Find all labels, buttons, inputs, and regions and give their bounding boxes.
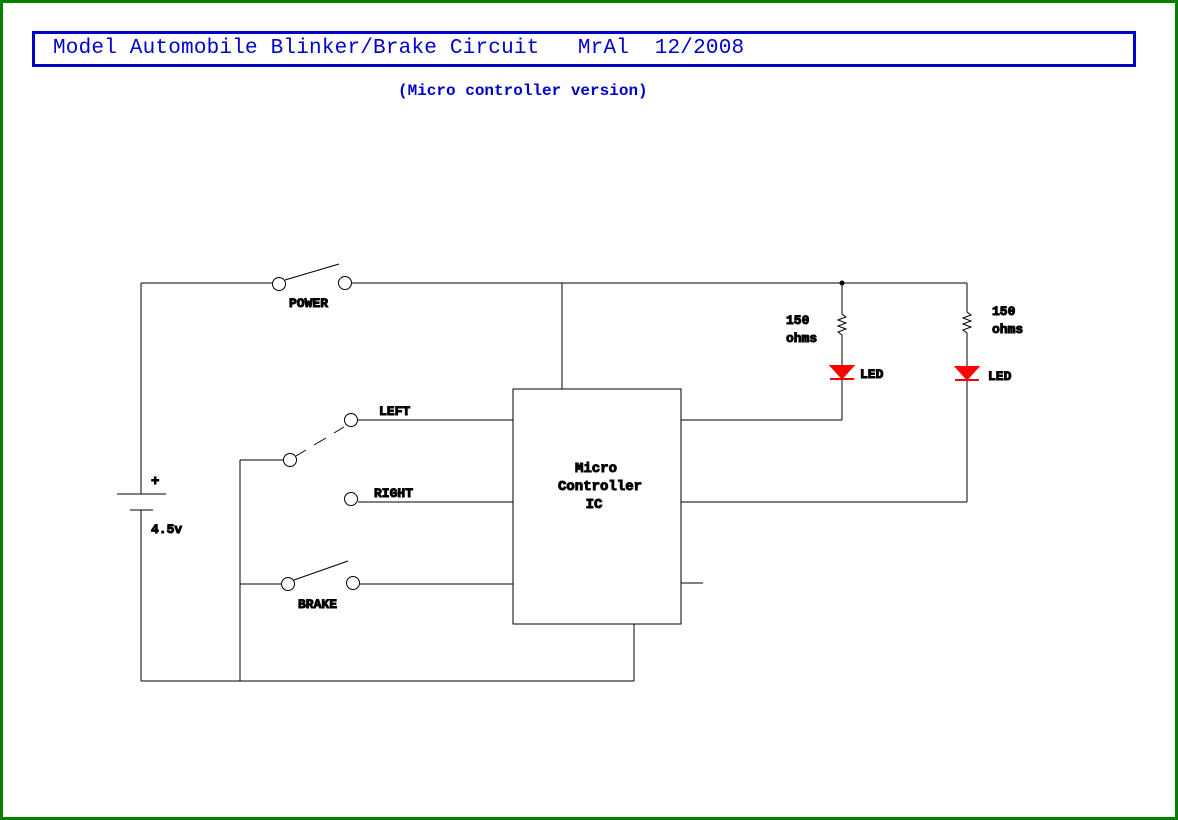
ic-label-line3: IC [586,497,603,513]
resistor-2 [961,308,973,367]
battery [117,410,166,681]
resistor-1-value: 150 [786,313,810,328]
ic-label-line1: Micro [575,461,617,477]
battery-plus-label: + [151,474,159,490]
led-2-label: LED [988,369,1012,384]
diagram-title: Model Automobile Blinker/Brake Circuit M… [53,37,745,60]
diagram-subtitle: (Micro controller version) [398,82,648,100]
left-right-switch [283,413,513,506]
right-label: RIGHT [374,486,413,501]
resistor-2-value: 150 [992,304,1016,319]
resistor-1-unit: ohms [786,331,817,346]
top-rail-wires [140,282,968,410]
led-1-label: LED [860,367,884,382]
ic-output-wires [681,380,968,584]
led-1 [828,365,856,380]
power-switch-label: POWER [289,296,328,311]
junction-dot [839,280,845,286]
brake-switch [281,560,513,591]
battery-voltage-label: 4.5v [151,522,182,537]
resistor-1 [836,308,848,366]
title-box: Model Automobile Blinker/Brake Circuit M… [32,31,1136,67]
microcontroller-ic [512,388,682,625]
ground-rail-wires [141,459,635,682]
power-switch [272,263,352,291]
ic-label-line2: Controller [558,479,642,495]
resistor-2-unit: ohms [992,322,1023,337]
left-label: LEFT [379,404,410,419]
led-2 [953,366,981,381]
brake-switch-label: BRAKE [298,597,337,612]
